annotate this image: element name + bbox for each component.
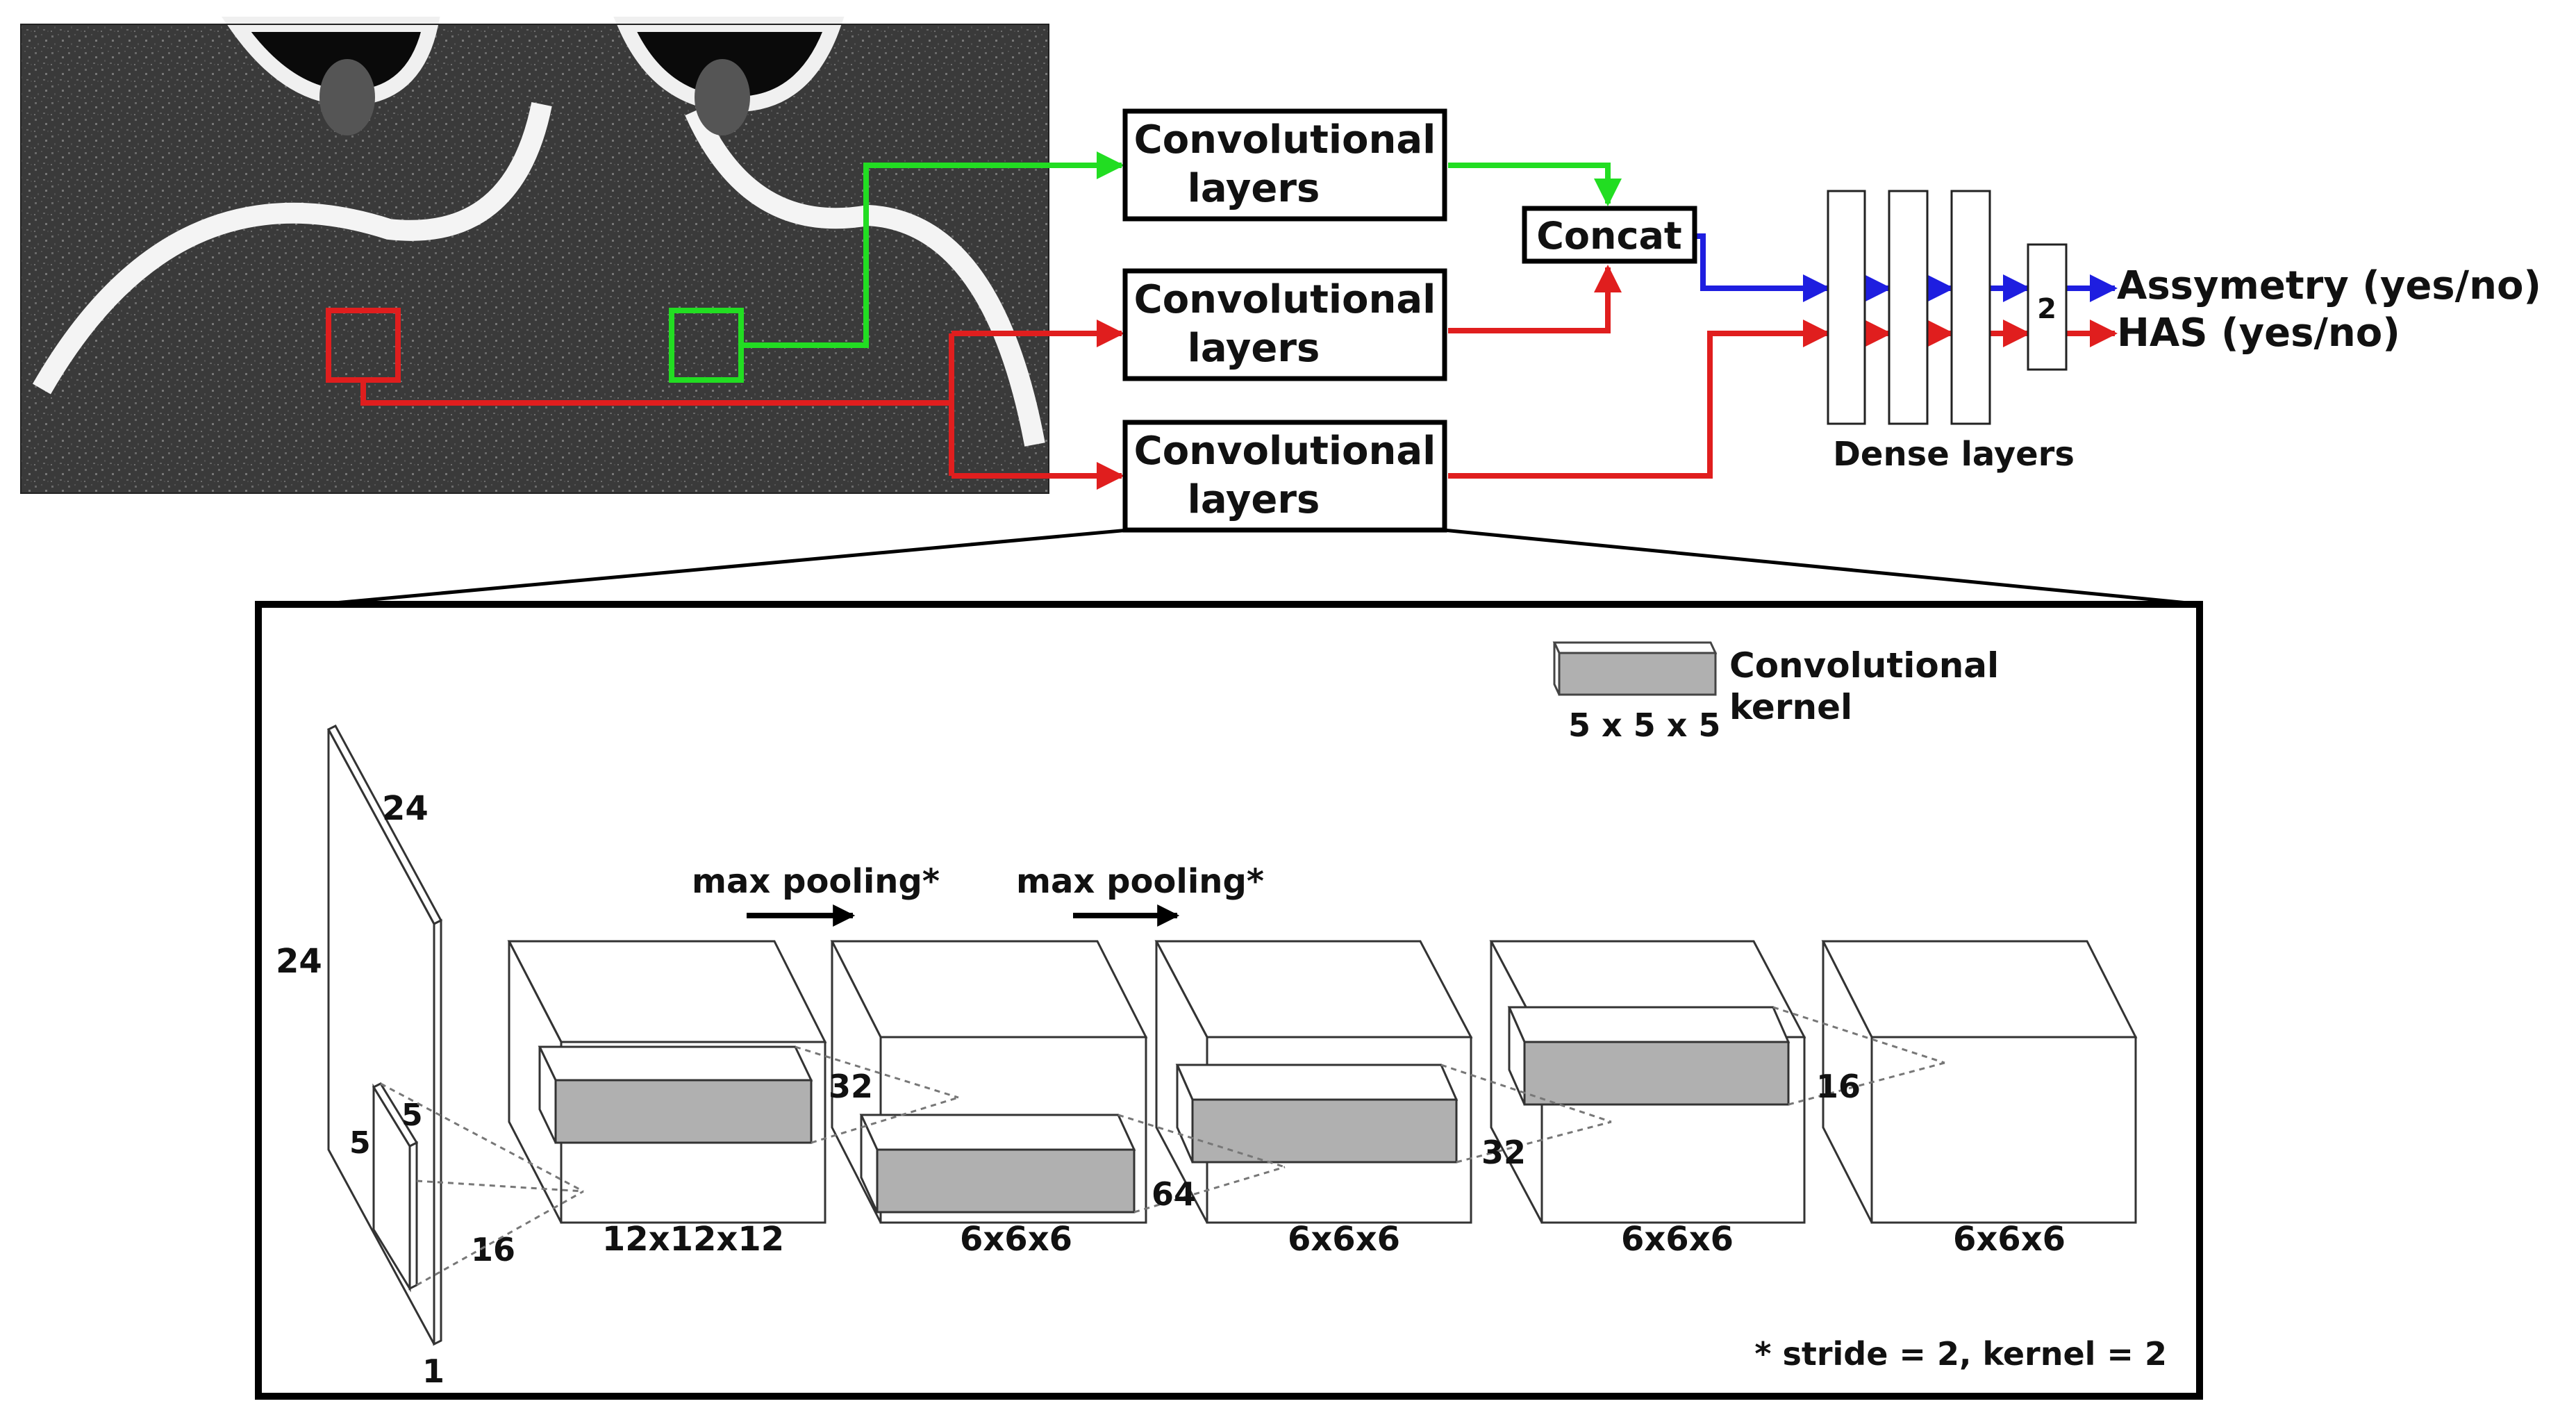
conv-label-middle-line1: Convolutional <box>1134 277 1436 322</box>
conv-label-top-line1: Convolutional <box>1134 117 1436 163</box>
dense-output-node <box>2027 243 2068 371</box>
channel-label-2: 64 <box>1152 1175 1196 1213</box>
kernel-label-a: 5 <box>349 1125 371 1161</box>
block-size-label-5: 6x6x6 <box>1953 1220 2066 1259</box>
block-size-label-1: 12x12x12 <box>602 1220 784 1259</box>
kernel-legend <box>1552 641 1718 696</box>
max-pooling-label-1: max pooling* <box>692 862 940 901</box>
dense-layer-2 <box>1888 190 1929 425</box>
conv-block-middle: Convolutional layers <box>1122 268 1447 381</box>
input-width-label: 24 <box>382 789 429 828</box>
zoom-lines <box>319 528 2202 606</box>
channel-label-4: 16 <box>1816 1068 1861 1105</box>
feature-block-2 <box>830 940 1148 1224</box>
conv-block-top: Convolutional layers <box>1122 108 1447 222</box>
footnote: * stride = 2, kernel = 2 <box>1754 1335 2167 1373</box>
input-slab <box>326 725 443 1346</box>
dense-layer-1 <box>1827 190 1866 425</box>
kernel-label-b: 5 <box>401 1098 423 1133</box>
connector-lines <box>360 151 2118 490</box>
conv-label-bottom-line2: layers <box>1188 477 1320 522</box>
block-size-label-3: 6x6x6 <box>1288 1220 1400 1259</box>
input-channels-label: 16 <box>471 1231 515 1268</box>
ct-scan-image <box>20 17 1049 494</box>
feature-block-1 <box>507 940 827 1224</box>
concat-label: Concat <box>1536 214 1681 258</box>
dense-output-node-label: 2 <box>2037 293 2056 325</box>
dense-layer-3 <box>1950 190 1991 425</box>
kernel-legend-title-line2: kernel <box>1729 687 1852 727</box>
conv-label-bottom-line1: Convolutional <box>1134 429 1436 474</box>
kernel-legend-title-line1: Convolutional <box>1729 645 1999 686</box>
feature-block-5 <box>1821 940 2138 1224</box>
conv-label-top-line2: layers <box>1188 166 1320 211</box>
channel-label-3: 32 <box>1481 1134 1526 1171</box>
max-pooling-label-2: max pooling* <box>1016 862 1264 901</box>
block-size-label-4: 6x6x6 <box>1621 1220 1734 1259</box>
kernel-legend-size: 5 x 5 x 5 <box>1568 706 1720 744</box>
channel-label-1: 32 <box>829 1068 873 1105</box>
projection-lines <box>380 1006 1945 1286</box>
dense-layers <box>1827 190 2068 425</box>
feature-block-4 <box>1489 940 1806 1224</box>
dense-layers-label: Dense layers <box>1833 435 2075 474</box>
conv-label-middle-line2: layers <box>1188 326 1320 371</box>
feature-block-3 <box>1154 940 1473 1224</box>
output-has: HAS (yes/no) <box>2117 311 2400 356</box>
conv-block-bottom: Convolutional layers <box>1122 420 1447 533</box>
concat-block: Concat <box>1522 206 1697 264</box>
input-depth-label: 1 <box>422 1352 444 1390</box>
input-height-label: 24 <box>276 942 322 981</box>
output-asymmetry: Assymetry (yes/no) <box>2117 263 2541 308</box>
block-size-label-2: 6x6x6 <box>960 1220 1072 1259</box>
